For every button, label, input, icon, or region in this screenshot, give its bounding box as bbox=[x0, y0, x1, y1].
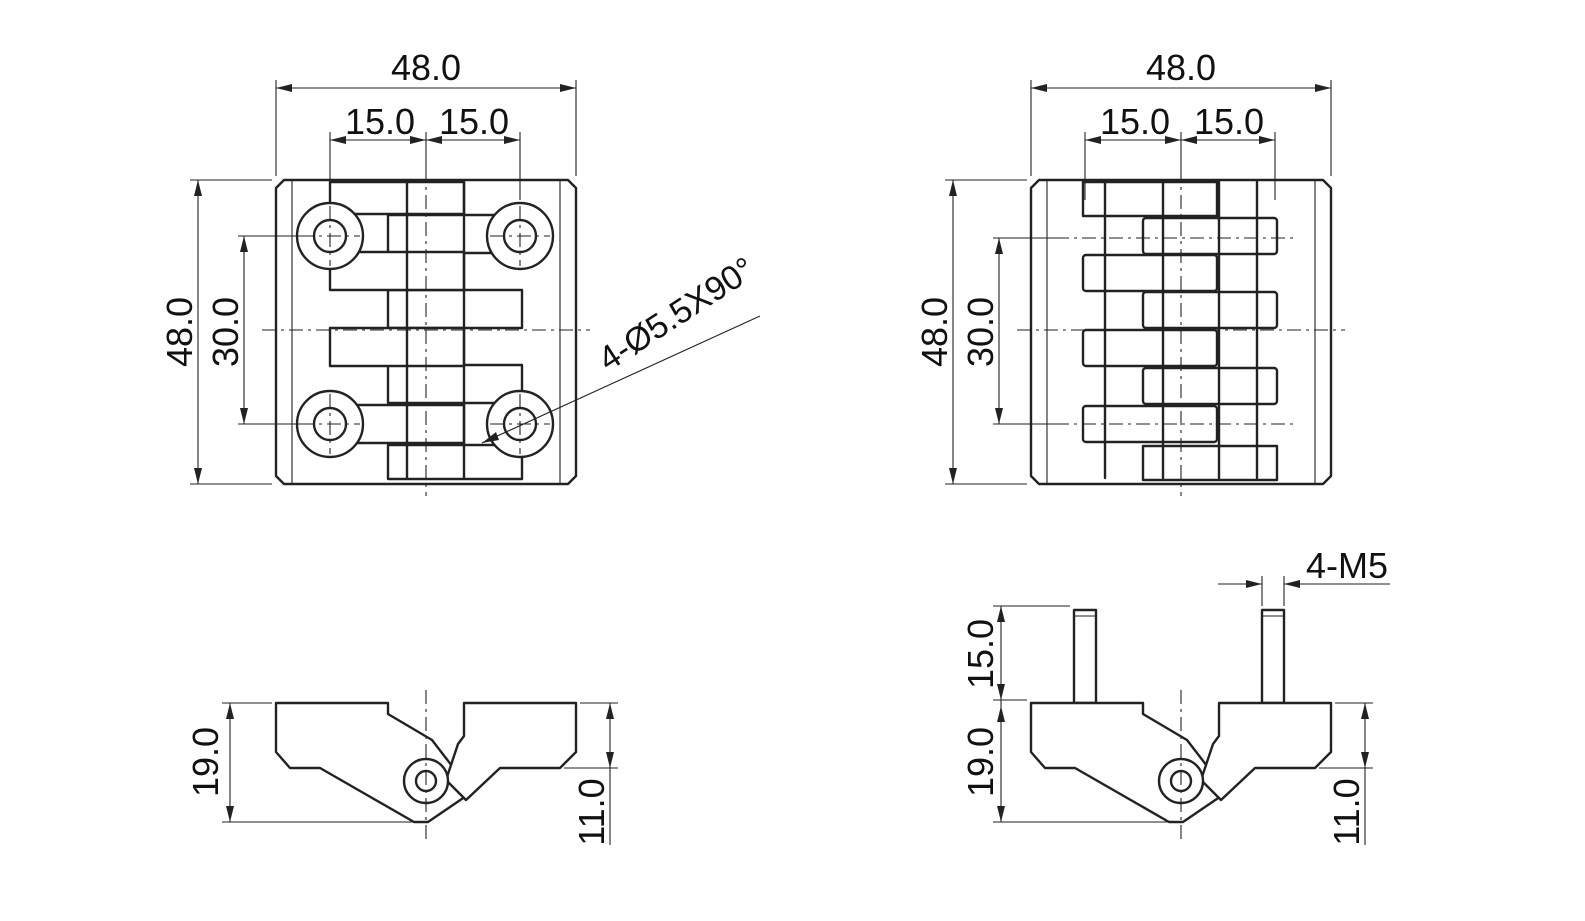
side-view-studs: 15.0 19.0 11.0 4-M5 bbox=[960, 545, 1390, 846]
hole-callout: 4-Ø5.5X90° bbox=[592, 250, 762, 379]
dim-height-leaf: 11.0 bbox=[1326, 778, 1367, 845]
dim-height-total: 48.0 bbox=[159, 297, 200, 367]
dim-hole-spacing-vertical: 30.0 bbox=[205, 297, 246, 367]
dim-hole-spacing-right: 15.0 bbox=[1194, 101, 1264, 142]
top-view-countersunk: 48.0 15.0 15.0 48.0 30.0 4-Ø5.5X90° bbox=[159, 47, 762, 496]
dim-width-total: 48.0 bbox=[391, 47, 461, 88]
dim-hole-spacing-left: 15.0 bbox=[1100, 101, 1170, 142]
dim-hole-spacing-left: 15.0 bbox=[345, 101, 415, 142]
dim-height-total: 19.0 bbox=[185, 727, 226, 797]
dim-height-total: 48.0 bbox=[914, 297, 955, 367]
dim-hole-spacing-right: 15.0 bbox=[439, 101, 509, 142]
thread-callout: 4-M5 bbox=[1306, 545, 1388, 586]
dim-width-total: 48.0 bbox=[1146, 47, 1216, 88]
dim-height-leaf: 11.0 bbox=[571, 778, 612, 845]
dim-hole-spacing-vertical: 30.0 bbox=[960, 297, 1001, 367]
top-view-studs: 48.0 15.0 15.0 48.0 30.0 bbox=[914, 47, 1345, 496]
dim-height-total: 19.0 bbox=[960, 727, 1001, 797]
dim-stud-length: 15.0 bbox=[960, 619, 1001, 689]
side-view-countersunk: 19.0 11.0 bbox=[185, 690, 618, 846]
